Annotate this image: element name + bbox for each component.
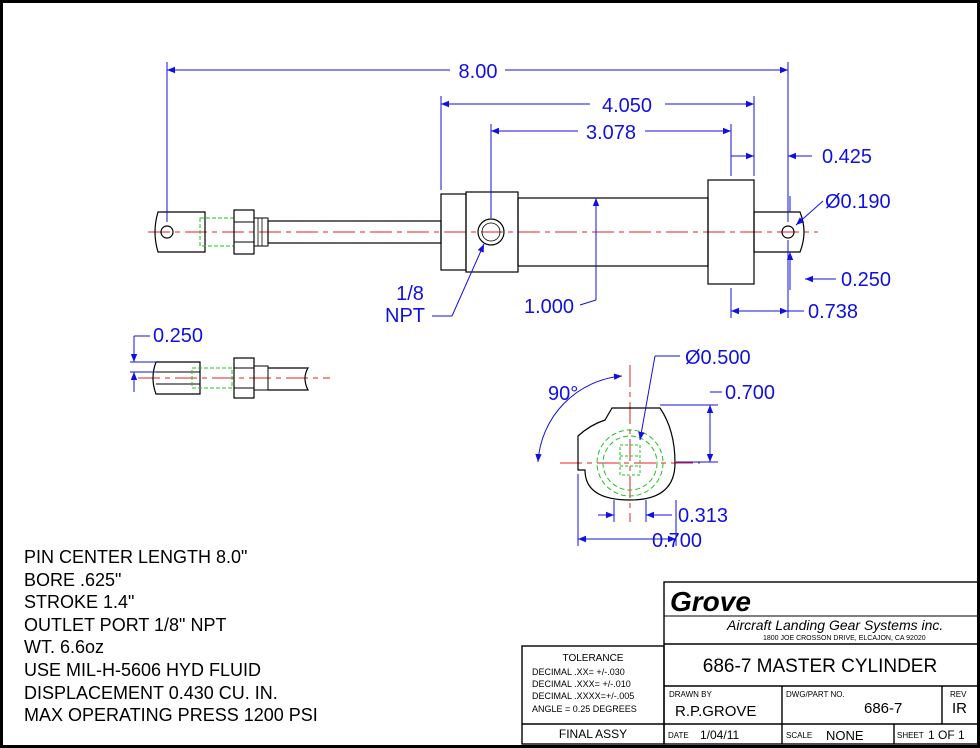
note-displacement: DISPLACEMENT 0.430 CU. IN. — [24, 682, 278, 703]
dim-pin-dia: Ø0.500 — [685, 347, 751, 369]
right-clevis — [753, 211, 805, 253]
dim-rod-clevis-width: 0.250 — [153, 325, 203, 347]
tolerance-line-4: ANGLE = 0.25 DEGREES — [532, 704, 637, 714]
scale-label: SCALE — [786, 731, 812, 740]
general-notes: PIN CENTER LENGTH 8.0" BORE .625" STROKE… — [24, 546, 318, 727]
sheet-label: SHEET — [897, 731, 924, 740]
dim-clevis-offset: 0.425 — [822, 146, 872, 168]
sheet-value: 1 OF 1 — [928, 728, 965, 742]
port-label-line1: 1/8 — [396, 283, 424, 305]
main-dimensions — [166, 62, 836, 318]
rod-end-detail — [138, 357, 330, 399]
dim-clevis-width: 0.250 — [841, 269, 891, 291]
dim-clevis-length: 0.738 — [808, 301, 858, 323]
dim-overall-length: 8.00 — [459, 61, 498, 83]
port-label-line2: NPT — [385, 305, 425, 327]
outlet-port — [477, 218, 505, 246]
dim-port-to-end: 3.078 — [586, 122, 636, 144]
cylinder-side-view — [148, 179, 818, 285]
date-label: DATE — [668, 731, 689, 740]
note-fluid: USE MIL-H-5606 HYD FLUID — [24, 659, 262, 680]
drawing-title: 686-7 MASTER CYLINDER — [703, 656, 937, 677]
end-view-dimensions — [535, 355, 722, 546]
rev-label: REV — [950, 690, 967, 699]
company-address: 1800 JOE CROSSON DRIVE, ELCAJON, CA 9202… — [763, 635, 926, 642]
company-name: Aircraft Landing Gear Systems inc. — [726, 617, 943, 633]
rod-end-stub — [268, 367, 310, 391]
end-view-outline — [577, 407, 676, 501]
dim-angle: 90° — [548, 383, 578, 405]
dim-body-length: 4.050 — [602, 95, 652, 117]
right-pin-hole — [781, 225, 795, 239]
title-block-frame — [521, 581, 979, 745]
tolerance-line-3: DECIMAL .XXXX=+/-.005 — [532, 691, 634, 701]
rev-value: IR — [952, 700, 967, 717]
drawn-by-label: DRAWN BY — [669, 690, 712, 699]
tolerance-heading: TOLERANCE — [563, 653, 624, 664]
left-clevis — [154, 211, 206, 253]
tolerance-line-2: DECIMAL .XXX= +/-.010 — [532, 679, 631, 689]
tolerance-line-1: DECIMAL .XX= +/-.030 — [532, 667, 625, 677]
dim-end-height: 0.700 — [725, 382, 775, 404]
part-no-label: DWG/PART NO. — [786, 690, 845, 699]
part-no: 686-7 — [864, 700, 902, 717]
company-logo: Grove — [670, 586, 751, 617]
note-outlet-port: OUTLET PORT 1/8" NPT — [24, 614, 227, 635]
date-value: 1/04/11 — [700, 728, 739, 742]
dim-pin-hole-dia: Ø0.190 — [825, 191, 891, 213]
note-max-pressure: MAX OPERATING PRESS 1200 PSI — [24, 705, 318, 726]
rod-end-clevis — [152, 361, 201, 395]
end-view-hidden-bore — [596, 429, 664, 497]
end-view — [560, 365, 700, 522]
scale-value: NONE — [826, 728, 864, 743]
rod-end-dimensions — [130, 335, 156, 392]
assembly-label: FINAL ASSY — [559, 727, 627, 741]
dim-body-height: 1.000 — [524, 296, 574, 318]
dim-end-offset: 0.313 — [678, 505, 728, 527]
note-pin-center-length: PIN CENTER LENGTH 8.0" — [24, 547, 248, 567]
note-weight: WT. 6.6oz — [24, 637, 105, 658]
dim-end-width: 0.700 — [652, 530, 702, 552]
note-bore: BORE .625" — [24, 569, 122, 590]
left-pin-hole — [160, 225, 174, 239]
drawn-by: R.P.GROVE — [675, 703, 756, 720]
note-stroke: STROKE 1.4" — [24, 592, 135, 613]
